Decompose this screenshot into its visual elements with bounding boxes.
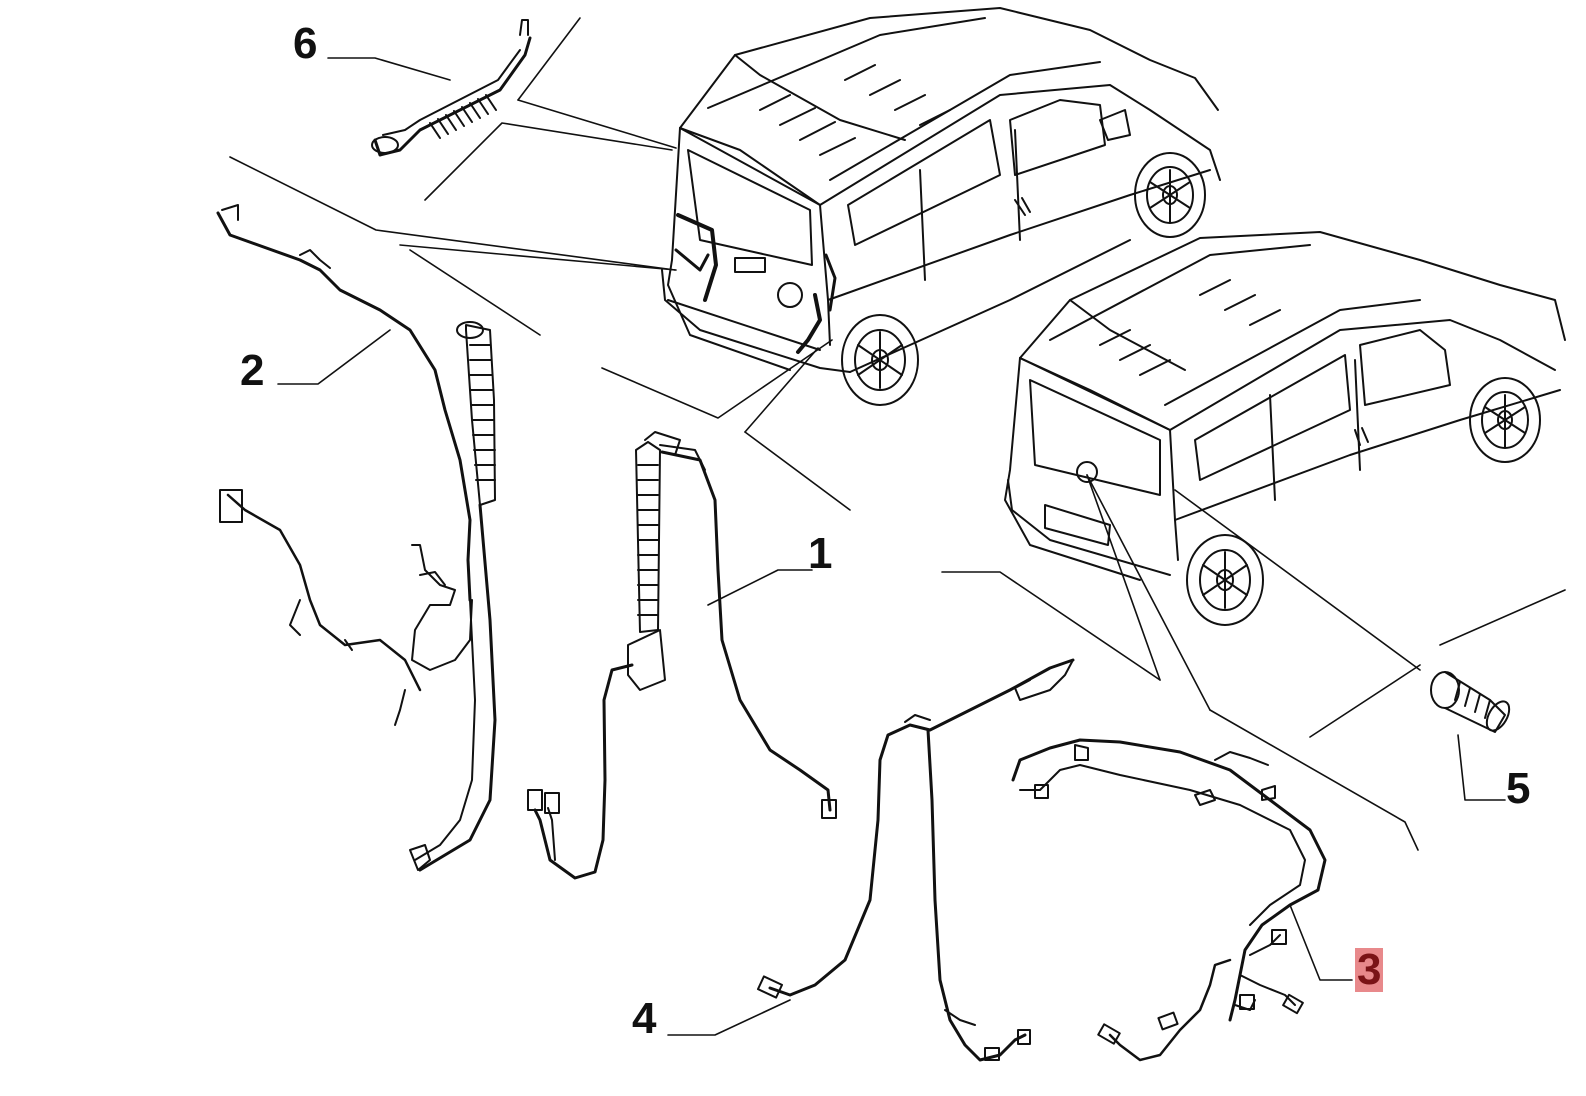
part-2-harness [216,204,497,872]
callout-5[interactable]: 5 [1506,764,1531,813]
van-lower-illustration [1004,231,1566,626]
part-1-harness [527,431,837,880]
part-5-grommet [1430,671,1511,733]
callout-1[interactable]: 1 [808,529,833,578]
part-6-harness [371,19,532,157]
part-4-harness [756,658,1075,1062]
callout-4[interactable]: 4 [632,994,657,1043]
callout-6[interactable]: 6 [293,19,318,68]
leader-lines [229,17,1566,1036]
callout-2[interactable]: 2 [240,346,265,395]
callout-3-highlighted[interactable]: 3 [1355,945,1384,994]
part-3-harness [1011,738,1327,1062]
van-upper-illustration [661,7,1221,406]
